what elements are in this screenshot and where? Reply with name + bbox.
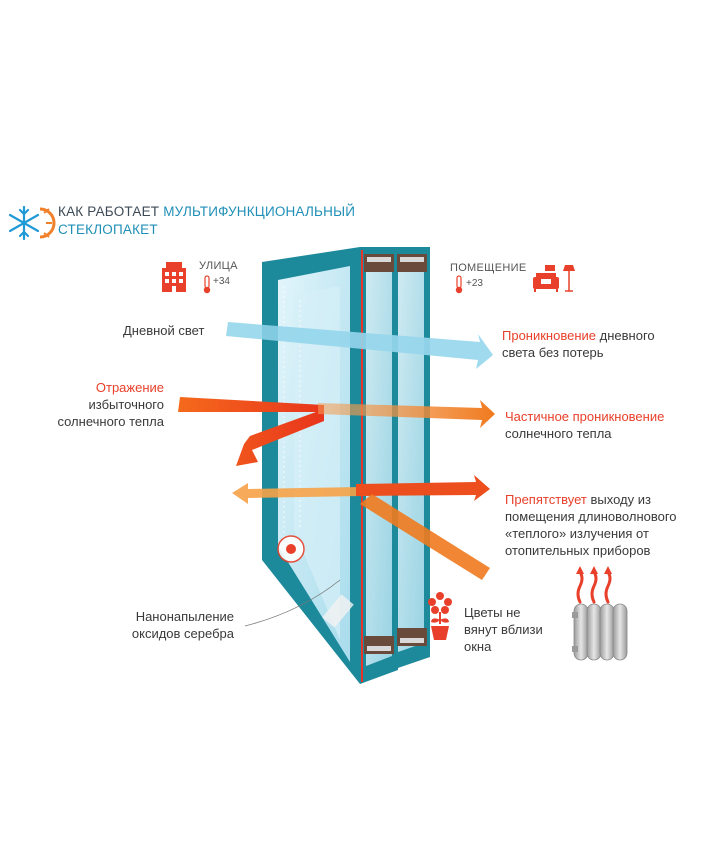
prevents-line4: отопительных приборов xyxy=(505,543,651,558)
coating-callout-line xyxy=(244,579,341,627)
label-daylight: Дневной свет xyxy=(123,323,205,338)
flowers-line2: вянут вблизи xyxy=(464,622,543,637)
longwave-arrow-right xyxy=(356,475,490,501)
label-penetration: Проникновение дневного света без потерь xyxy=(502,327,655,361)
daylight-arrow xyxy=(226,322,493,369)
inside-temperature: +23 xyxy=(466,278,483,289)
reflection-highlight: Отражение xyxy=(95,380,164,395)
penetration-rest: дневного xyxy=(596,328,655,343)
thermometer-icon xyxy=(203,275,211,294)
penetration-line2: света без потерь xyxy=(502,345,604,360)
outside-caption: УЛИЦА xyxy=(199,260,238,272)
label-prevents: Препятствует выходу из помещения длиново… xyxy=(505,491,677,559)
label-coating: Нанонапыление оксидов серебра xyxy=(100,608,234,642)
title-part3: СТЕКЛОПАКЕТ xyxy=(58,222,158,237)
flowers-line1: Цветы не xyxy=(464,605,521,620)
radiator-icon xyxy=(572,566,628,661)
thermometer-icon xyxy=(455,275,463,294)
radiator-heat-arrow xyxy=(360,494,490,580)
label-flowers: Цветы не вянут вблизи окна xyxy=(464,604,543,655)
building-icon xyxy=(162,262,186,292)
spacer-profiles xyxy=(364,254,427,654)
pane-outer xyxy=(262,247,363,684)
flowers-line3: окна xyxy=(464,639,492,654)
snowflake-sun-icon xyxy=(8,205,56,241)
prevents-highlight: Препятствует xyxy=(505,492,587,507)
coating-line2: оксидов серебра xyxy=(131,626,234,641)
inside-caption: ПОМЕЩЕНИЕ xyxy=(450,262,527,274)
label-partial: Частичное проникновение солнечного тепла xyxy=(505,408,664,442)
partial-heat-arrow xyxy=(318,400,495,428)
outside-temperature: +34 xyxy=(213,276,230,287)
pane-middle xyxy=(360,247,398,684)
prevents-line3: «теплого» излучения от xyxy=(505,526,649,541)
page-title: КАК РАБОТАЕТ МУЛЬТИФУНКЦИОНАЛЬНЫЙ СТЕКЛО… xyxy=(58,203,355,239)
prevents-line2: помещения длиноволнового xyxy=(505,509,677,524)
label-reflection: Отражение избыточного солнечного тепла xyxy=(40,379,164,430)
title-part1: КАК РАБОТАЕТ xyxy=(58,204,160,219)
title-part2: МУЛЬТИФУНКЦИОНАЛЬНЫЙ xyxy=(163,204,356,219)
prevents-rest: выходу из xyxy=(586,492,651,507)
penetration-highlight: Проникновение xyxy=(502,328,597,343)
partial-highlight: Частичное проникновение xyxy=(505,409,665,424)
reflection-line2: избыточного xyxy=(88,397,165,412)
partial-line2: солнечного тепла xyxy=(505,426,612,441)
coating-line1: Нанонапыление xyxy=(135,609,234,624)
sofa-lamp-icon xyxy=(533,265,575,292)
reflection-arrow xyxy=(178,397,324,466)
reflection-line3: солнечного тепла xyxy=(57,414,164,429)
flower-pot-icon xyxy=(428,592,452,640)
